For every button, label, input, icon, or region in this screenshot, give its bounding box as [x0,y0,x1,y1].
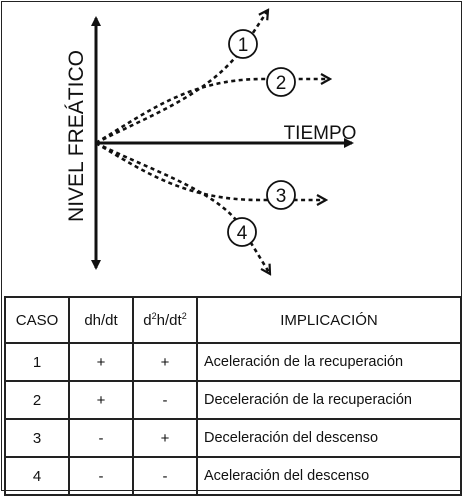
curve-1-badge: 1 [228,29,258,59]
table-row: 1 + + Aceleración de la recuperación [4,342,462,382]
header-d2-b: h/dt [156,312,182,329]
table-header-row: CASO dh/dt d2h/dt2 IMPLICACIÓN [4,296,462,344]
x-axis-label: TIEMPO [284,123,357,144]
cell-caso: 1 [4,342,70,382]
curve-2 [95,79,330,145]
cell-d2hdt2: + [132,418,198,458]
header-caso: CASO [4,296,70,344]
cell-dhdt: - [68,456,134,496]
cell-caso: 3 [4,418,70,458]
curve-2-number: 2 [276,73,287,94]
cases-table: CASO dh/dt d2h/dt2 IMPLICACIÓN 1 + + Ace… [4,296,462,496]
table-row: 3 - + Deceleración del descenso [4,418,462,458]
header-d2-sup1: 2 [151,311,157,321]
cell-d2hdt2: + [132,342,198,382]
curve-3-badge: 3 [266,180,296,210]
curve-4 [95,141,270,274]
curve-4-number: 4 [237,223,248,244]
water-table-diagram: NIVEL FREÁTICO TIEMPO 1 2 3 4 [65,0,357,297]
cell-implicacion: Deceleración del descenso [196,418,462,458]
header-d2-a: d [143,312,152,329]
header-implicacion: IMPLICACIÓN [196,296,462,344]
cell-d2hdt2: - [132,456,198,496]
cell-dhdt: + [68,380,134,420]
table-row: 4 - - Aceleración del descenso [4,456,462,496]
curve-1 [95,10,268,145]
cell-caso: 4 [4,456,70,496]
cell-d2hdt2: - [132,380,198,420]
header-d2-sup2: 2 [181,311,187,321]
cell-dhdt: - [68,418,134,458]
cell-implicacion: Aceleración de la recuperación [196,342,462,382]
header-d2hdt2: d2h/dt2 [132,296,198,344]
cell-dhdt: + [68,342,134,382]
cell-implicacion: Deceleración de la recuperación [196,380,462,420]
y-axis-label: NIVEL FREÁTICO [65,50,88,222]
curve-1-number: 1 [238,35,249,56]
cell-implicacion: Aceleración del descenso [196,456,462,496]
cell-caso: 2 [4,380,70,420]
curve-3 [95,141,326,200]
curve-2-badge: 2 [266,67,296,97]
curve-4-badge: 4 [227,217,257,247]
curve-3-number: 3 [276,186,287,207]
table-row: 2 + - Deceleración de la recuperación [4,380,462,420]
header-dhdt: dh/dt [68,296,134,344]
